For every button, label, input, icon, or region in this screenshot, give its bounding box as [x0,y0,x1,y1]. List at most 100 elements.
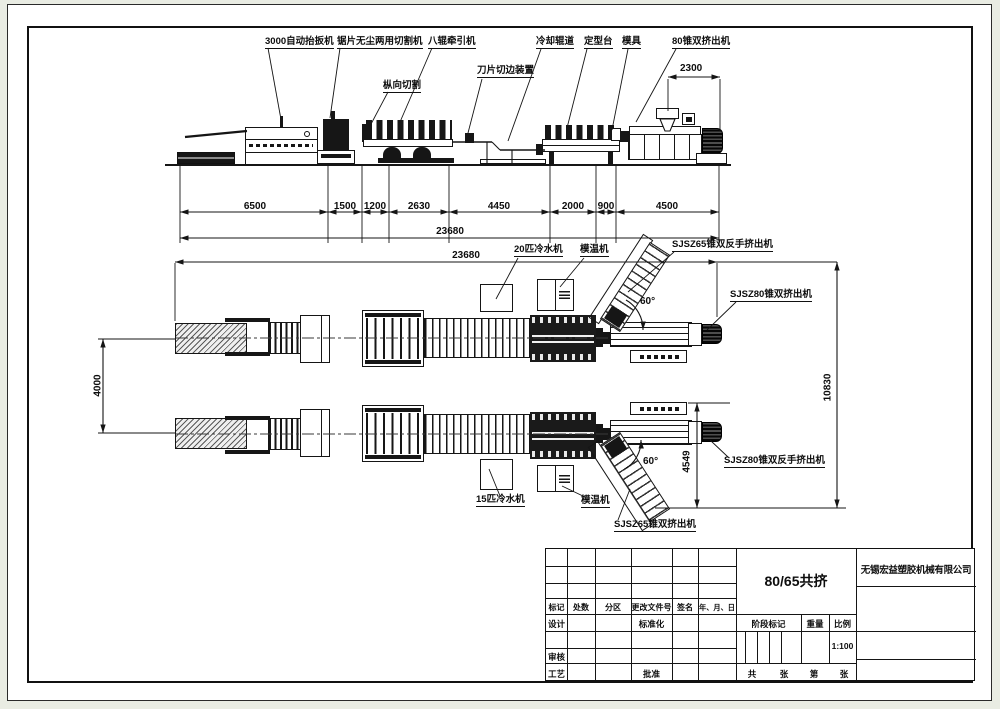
tb-tick [781,631,782,663]
dim-900: 900 [597,201,615,212]
tb-sheet-zhang1: 张 [779,669,789,679]
callout-ext80-bottom: SJSZ80锥双反手挤出机 [724,455,825,468]
stacker-table-plan-bottom [175,418,247,449]
callout-calibration: 定型台 [584,36,613,49]
ext80-motor-bottom [702,422,722,442]
dim-4000: 4000 [92,374,104,397]
tb-tick [745,631,746,663]
dim-total-plan: 23680 [452,250,480,261]
stacker-machine [245,127,318,165]
screw-loader-bottom [630,402,687,415]
angle-label-bottom: 60° [643,456,659,467]
callout-edge-trim: 刀片切边装置 [477,65,535,78]
haul-off-rollers [366,120,452,140]
tb-line [546,566,736,567]
dim-4500: 4500 [655,201,679,212]
fork-arm [225,450,270,454]
tb-header-count: 处数 [573,603,589,612]
tb-tick [769,631,770,663]
ext65-head [604,436,628,459]
callout-extruder: 80锥双挤出机 [672,36,731,49]
haul-off-foot [383,147,401,158]
ext80-motor-top [702,324,722,344]
tb-sheet-zhang2: 张 [839,669,849,679]
dim-2630: 2630 [407,201,431,212]
haul-off-detail [532,438,594,440]
loader-dashes [640,355,680,359]
vacuum-pump [536,144,543,155]
conveyor-b-plan-top [424,318,530,358]
callout-saw: 锯片无尘两用切割机 [337,36,423,49]
tb-header-sign: 签名 [677,603,693,612]
tb-header-zone: 分区 [605,603,621,612]
hopper-loader [682,113,695,125]
saw-base-strip [321,154,351,158]
saw-plan-line [321,316,322,362]
conveyor-rail [365,455,421,459]
haul-off-plan-bottom [530,412,596,459]
tb-line [856,659,976,660]
callout-slitting: 枞向切割 [383,80,422,93]
fork-arm [225,318,270,322]
tb-standardization: 标准化 [638,619,665,629]
divider [555,280,556,310]
die-block [620,131,629,142]
tb-review: 审核 [547,652,565,662]
extruder-body [628,134,702,160]
calibration-leg [549,152,554,164]
haul-off-cap [362,124,369,142]
haul-off-detail [532,432,594,434]
mold-temp-marks [559,475,570,483]
callout-haul-off: 八辊牵引机 [428,36,476,49]
tb-line [801,614,802,663]
dim-1200: 1200 [363,201,387,212]
conveyor-a-plan-top [362,310,424,367]
haul-off-detail [532,335,594,337]
callout-chiller-top: 20匹冷水机 [514,244,563,257]
stacker-line [246,139,317,140]
haul-off-detail [532,341,594,343]
tb-line [546,614,856,615]
callout-mold-temp-top: 模温机 [580,244,609,257]
fork-arm [225,352,270,356]
conveyor-rail [365,313,421,317]
conveyor-a-plan-bottom [362,405,424,462]
calibration-line [543,145,619,146]
conveyor-rail [365,408,421,412]
callout-ext65-bottom: SJSZ65锥双挤出机 [614,519,696,532]
tb-company: 无锡宏益塑胶机械有限公司 [860,565,972,576]
tb-line [856,586,976,587]
conveyor-rollers [366,318,420,359]
screw-loader-top [630,350,687,363]
die-plan-top [596,328,603,347]
saw-head [331,111,335,120]
tb-line [546,583,736,584]
callout-chiller-bottom: 15匹冷水机 [476,494,525,507]
mold-temp-marks [559,291,570,299]
stacker-line [246,152,317,153]
ground-line [165,164,731,166]
haul-off-body [363,139,453,147]
stacker-pallet [177,152,235,164]
chiller-box-top [480,284,513,312]
callout-stacker: 3000自动抬扳机 [265,36,334,49]
tb-line [546,648,736,649]
ext80-plan-top [610,322,692,347]
callout-cooling: 冷却辊道 [536,36,575,49]
dim-6500: 6500 [243,201,267,212]
haul-off-detail [532,317,594,323]
extruder-motor [702,128,723,154]
ext65-head [604,305,628,328]
chiller-box-bottom [480,459,513,490]
callout-ext80-top: SJSZ80锥双挤出机 [730,289,812,302]
dim-1500: 1500 [333,201,357,212]
tb-header-mark: 标记 [548,603,565,612]
mold-temp-box-bottom [537,465,574,492]
saw-plan-bottom [300,409,330,457]
tb-line [829,614,830,663]
dim-10830: 10830 [822,373,834,402]
tb-tick [757,631,758,663]
conveyor-rail [365,360,421,364]
callout-mold-temp-bottom: 模温机 [581,495,610,508]
